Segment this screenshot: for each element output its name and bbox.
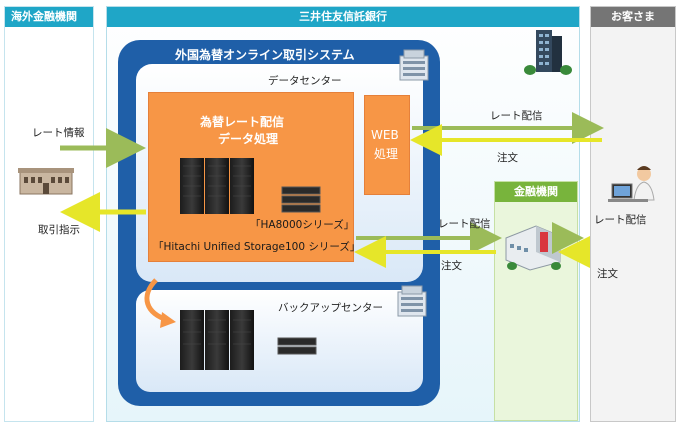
bank-column-header: 三井住友信託銀行 <box>107 7 579 27</box>
overseas-column-header: 海外金融機関 <box>5 7 93 27</box>
financial-building-icon <box>505 225 561 271</box>
storage-unit-icon <box>281 186 321 213</box>
rate-processing-title-1: 為替レート配信 <box>200 115 285 129</box>
datacenter-label: データセンター <box>268 75 342 87</box>
server-label: 「HA8000シリーズ」 <box>250 219 355 231</box>
customer-column-header: お客さま <box>591 7 675 27</box>
web-label: WEB <box>371 128 399 142</box>
financial-column: 金融機関 <box>494 181 578 421</box>
data-center-icon <box>399 49 429 81</box>
rate-delivery-label-mid: レート配信 <box>438 218 491 230</box>
rate-info-label: レート情報 <box>32 127 85 139</box>
backup-center-label: バックアップセンター <box>278 302 383 314</box>
customer-column: お客さま <box>590 6 676 422</box>
replication-arrow <box>144 278 176 328</box>
order-label-right: 注文 <box>597 268 618 280</box>
backup-storage-unit-icon <box>277 337 317 355</box>
trade-instruction-label: 取引指示 <box>38 224 80 236</box>
backup-server-rack-icon <box>180 310 254 370</box>
computer-user-icon <box>608 166 655 202</box>
bank-building-icon <box>18 168 74 195</box>
order-label-mid: 注文 <box>441 260 462 272</box>
rate-delivery-label-right: レート配信 <box>594 214 647 226</box>
rate-processing-title-2: データ処理 <box>218 132 279 146</box>
server-rack-icon <box>180 158 254 214</box>
web-processing-box <box>364 95 410 195</box>
order-label-top: 注文 <box>497 152 518 164</box>
office-building-icon <box>524 30 572 75</box>
financial-column-header: 金融機関 <box>495 182 577 202</box>
web-label-2: 処理 <box>374 147 399 161</box>
storage-label: 「Hitachi Unified Storage100 シリーズ」 <box>153 241 361 253</box>
rate-delivery-label-top: レート配信 <box>490 110 543 122</box>
backup-data-center-icon <box>397 285 427 317</box>
forex-system-title: 外国為替オンライン取引システム <box>175 48 355 62</box>
